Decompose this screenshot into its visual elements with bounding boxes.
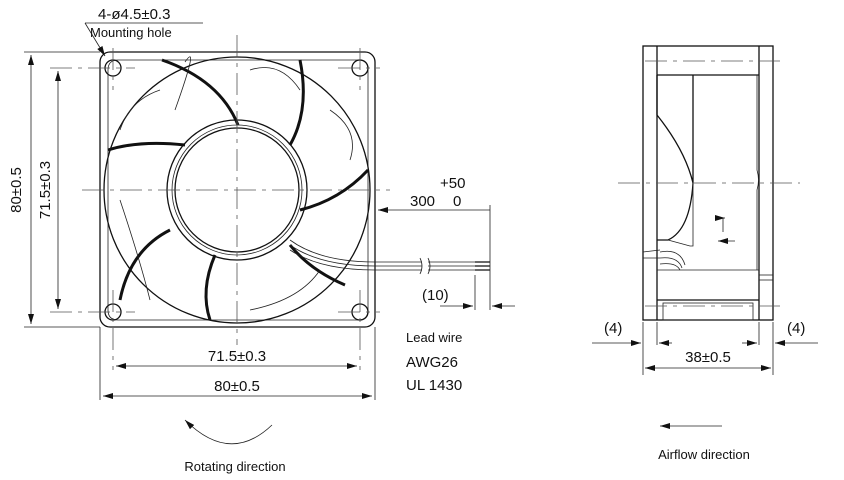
lead-wire-standard: UL 1430 (406, 377, 462, 394)
lead-tol-upper: +50 (440, 175, 465, 192)
height-overall-dim: 80±0.5 (8, 167, 25, 213)
front-view (50, 35, 490, 370)
lead-wire-gauge: AWG26 (406, 354, 458, 371)
side-view (618, 45, 800, 321)
rotation-arrow-icon (184, 419, 273, 445)
fan-frame (99, 51, 376, 328)
depth-dim: 38±0.5 (685, 349, 731, 366)
lead-wire-icon (289, 239, 490, 275)
height-pitch-dim: 71.5±0.3 (37, 161, 54, 219)
lead-wire-label: Lead wire (406, 330, 462, 345)
fan-blades-icon (107, 56, 370, 321)
flange-left-dim: (4) (604, 320, 622, 337)
strip-length: (10) (422, 287, 449, 304)
rotating-direction-label: Rotating direction (184, 459, 285, 474)
flange-right-dim: (4) (787, 320, 805, 337)
lead-tol-lower: 0 (453, 193, 461, 210)
airflow-direction-label: Airflow direction (658, 447, 750, 462)
side-dimensions (592, 322, 818, 429)
mounting-hole-label: Mounting hole (90, 25, 172, 40)
airflow-arrow-marks-icon (718, 218, 735, 244)
mounting-hole-spec: 4-ø4.5±0.3 (98, 6, 170, 23)
width-overall-dim: 80±0.5 (214, 378, 260, 395)
lead-length: 300 (410, 193, 435, 210)
width-pitch-dim: 71.5±0.3 (208, 348, 266, 365)
front-dimensions (24, 22, 515, 445)
